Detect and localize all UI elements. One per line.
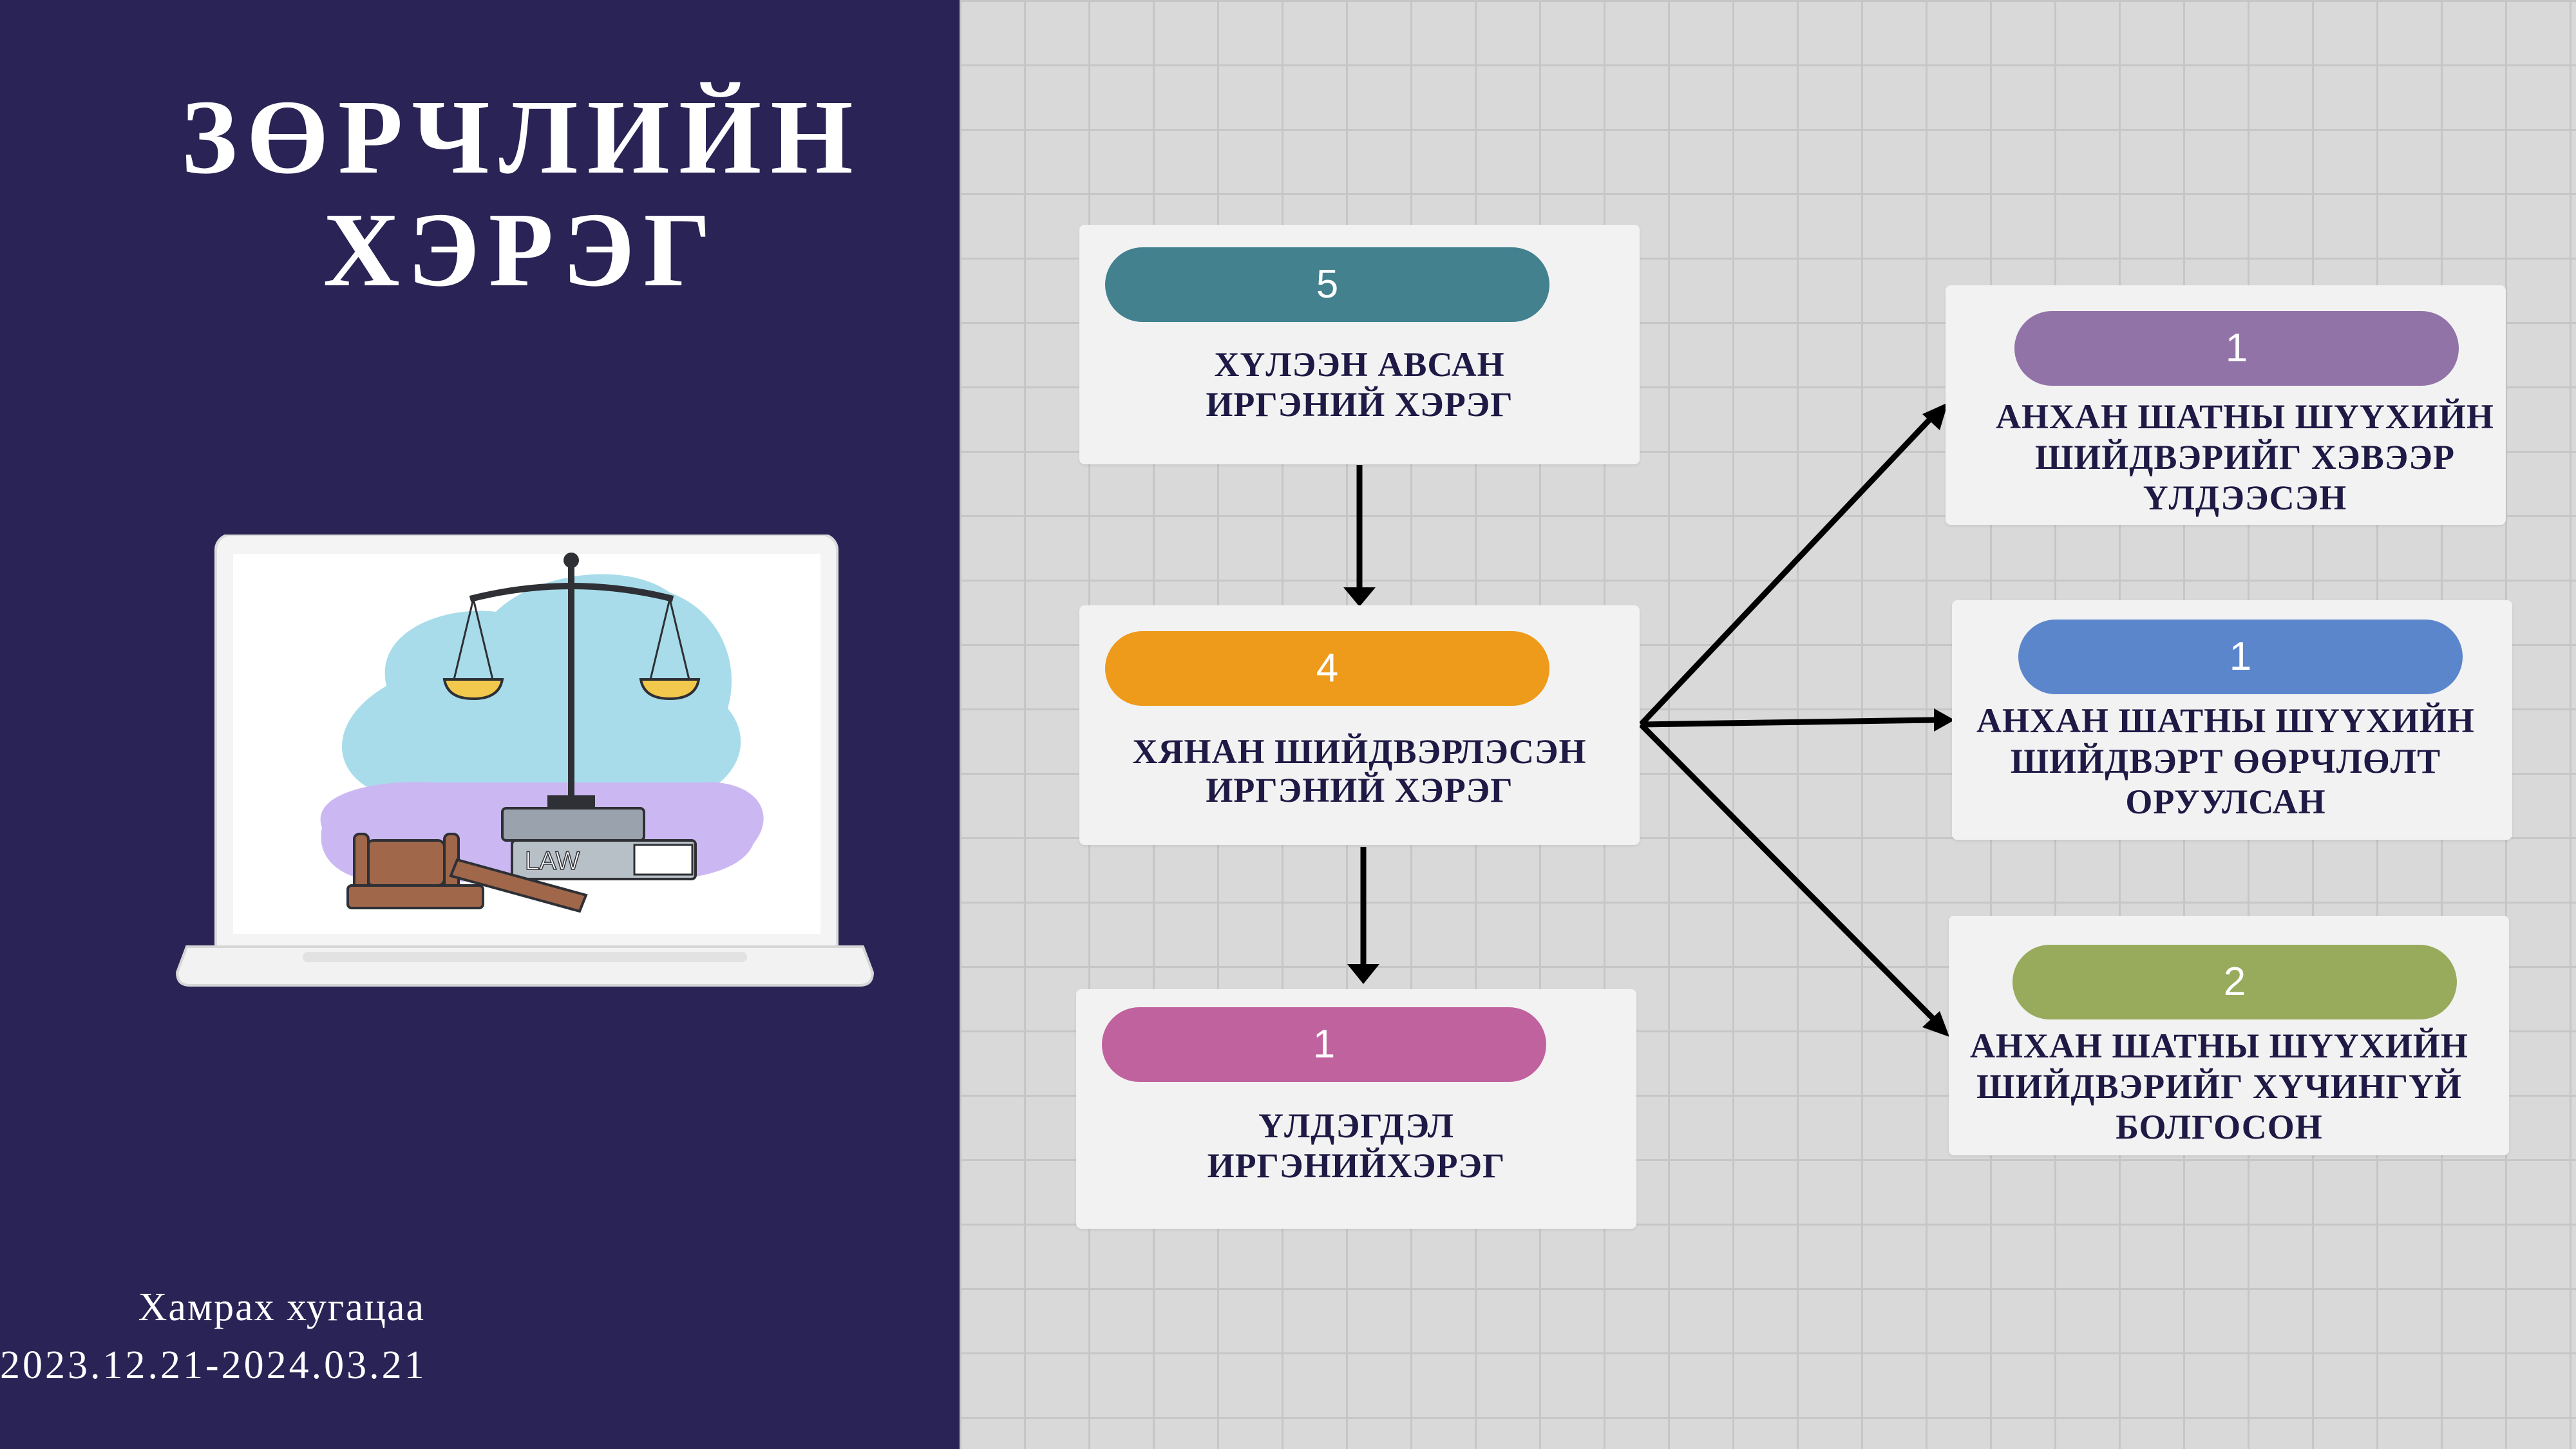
label-modified-3: ОРУУЛСАН	[2125, 782, 2326, 821]
card-reviewed: 4 ХЯНАН ШИЙДВЭРЛЭСЭН ИРГЭНИЙ ХЭРЭГ	[1079, 605, 1640, 845]
label-upheld-3: ҮЛДЭЭСЭН	[2143, 478, 2347, 517]
arrow-head-1	[1343, 587, 1376, 607]
count-pill-remaining: 1	[1102, 1007, 1546, 1082]
card-annulled: 2 АНХАН ШАТНЫ ШҮҮХИЙН ШИЙДВЭРИЙГ ХҮЧИНГҮ…	[1949, 916, 2509, 1155]
label-modified-2: ШИЙДВЭРТ ӨӨРЧЛӨЛТ	[2010, 742, 2441, 781]
book-label: LAW	[525, 847, 580, 875]
count-received: 5	[1316, 262, 1339, 307]
label-received-1: ХҮЛЭЭН АВСАН	[1214, 345, 1505, 384]
label-remaining-1: ҮЛДЭГДЭЛ	[1258, 1106, 1454, 1145]
title-line-1: ЗӨРЧЛИЙН	[181, 78, 862, 196]
label-remaining-2: ИРГЭНИЙХЭРЭГ	[1207, 1146, 1506, 1185]
count-pill-annulled: 2	[2012, 945, 2457, 1019]
period-range: 2023.12.21-2024.03.21	[0, 1343, 427, 1387]
period-label: Хамрах хугацаа	[138, 1285, 425, 1329]
card-received: 5 ХҮЛЭЭН АВСАН ИРГЭНИЙ ХЭРЭГ	[1079, 225, 1640, 464]
arrow-head-3	[1922, 402, 1948, 430]
label-received-2: ИРГЭНИЙ ХЭРЭГ	[1206, 385, 1513, 424]
arrow-reviewed-to-upheld	[1638, 408, 1941, 727]
title-line-2: ХЭРЭГ	[323, 191, 721, 308]
count-modified: 1	[2229, 634, 2252, 679]
label-annulled-1: АНХАН ШАТНЫ ШҮҮХИЙН	[1970, 1027, 2468, 1065]
count-remaining: 1	[1312, 1022, 1336, 1066]
label-reviewed-2: ИРГЭНИЙ ХЭРЭГ	[1206, 771, 1513, 810]
label-reviewed-1: ХЯНАН ШИЙДВЭРЛЭСЭН	[1132, 732, 1587, 771]
arrow-reviewed-to-annulled	[1638, 722, 1941, 1027]
card-remaining: 1 ҮЛДЭГДЭЛ ИРГЭНИЙХЭРЭГ	[1076, 989, 1636, 1229]
label-upheld-2: ШИЙДВЭРИЙГ ХЭВЭЭР	[2034, 438, 2456, 477]
arrow-reviewed-to-modified	[1640, 717, 1936, 728]
count-pill-received: 5	[1105, 247, 1549, 322]
laptop-law-icon: LAW	[175, 535, 875, 987]
count-pill-upheld: 1	[2014, 311, 2459, 386]
label-annulled-3: БОЛГОСОН	[2116, 1108, 2323, 1146]
count-reviewed: 4	[1316, 646, 1339, 690]
label-annulled-2: ШИЙДВЭРИЙГ ХҮЧИНГҮЙ	[1976, 1067, 2462, 1106]
label-modified-1: АНХАН ШАТНЫ ШҮҮХИЙН	[1976, 701, 2475, 740]
count-pill-reviewed: 4	[1105, 631, 1549, 706]
arrow-head-2	[1347, 964, 1379, 984]
count-pill-modified: 1	[2018, 620, 2463, 694]
count-annulled: 2	[2223, 960, 2246, 1004]
label-upheld-1: АНХАН ШАТНЫ ШҮҮХИЙН	[1996, 397, 2494, 436]
card-modified: 1 АНХАН ШАТНЫ ШҮҮХИЙН ШИЙДВЭРТ ӨӨРЧЛӨЛТ …	[1952, 600, 2512, 840]
count-upheld: 1	[2225, 326, 2248, 370]
arrow-head-5	[1922, 1011, 1949, 1037]
left-panel: ЗӨРЧЛИЙН ХЭРЭГ LAW Хамрах хугацаа	[0, 0, 960, 1449]
arrow-head-4	[1934, 708, 1955, 732]
card-upheld: 1 АНХАН ШАТНЫ ШҮҮХИЙН ШИЙДВЭРИЙГ ХЭВЭЭР …	[1946, 285, 2506, 525]
